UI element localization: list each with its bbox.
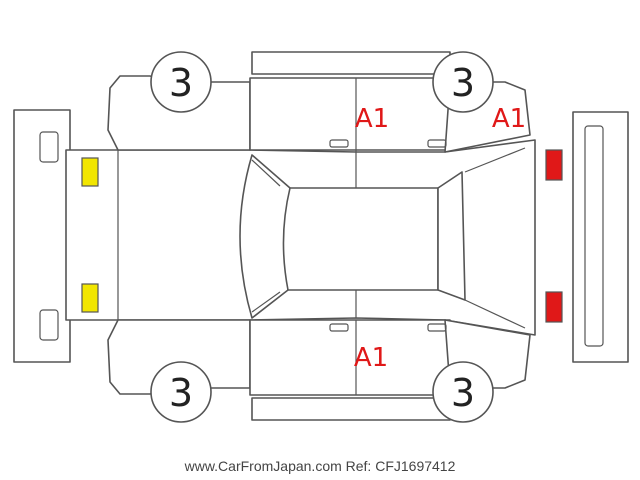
front-light-bottom xyxy=(81,283,99,313)
front-light-top xyxy=(81,157,99,187)
left-side-panel xyxy=(107,75,531,153)
tire-front-right-label: 3 xyxy=(169,371,193,415)
right-side-panel xyxy=(107,319,531,396)
rear-bumper xyxy=(572,111,629,363)
front-bumper xyxy=(13,109,71,363)
rear-light-top xyxy=(545,149,563,181)
cabin xyxy=(239,147,526,329)
damage-code-top-door: A1 xyxy=(355,104,389,134)
damage-code-bottom-door: A1 xyxy=(354,343,388,373)
tire-rear-left: 3 xyxy=(432,51,494,113)
damage-code-top-rear: A1 xyxy=(492,104,526,134)
rear-light-bottom xyxy=(545,291,563,323)
footer-reference: www.CarFromJapan.com Ref: CFJ1697412 xyxy=(184,458,456,474)
tire-rear-left-label: 3 xyxy=(451,61,475,105)
tire-front-left: 3 xyxy=(150,51,212,113)
tire-rear-right-label: 3 xyxy=(451,371,475,415)
tire-front-right: 3 xyxy=(150,361,212,423)
tire-front-left-label: 3 xyxy=(169,61,193,105)
roof-trims xyxy=(251,51,451,421)
tire-rear-right: 3 xyxy=(432,361,494,423)
